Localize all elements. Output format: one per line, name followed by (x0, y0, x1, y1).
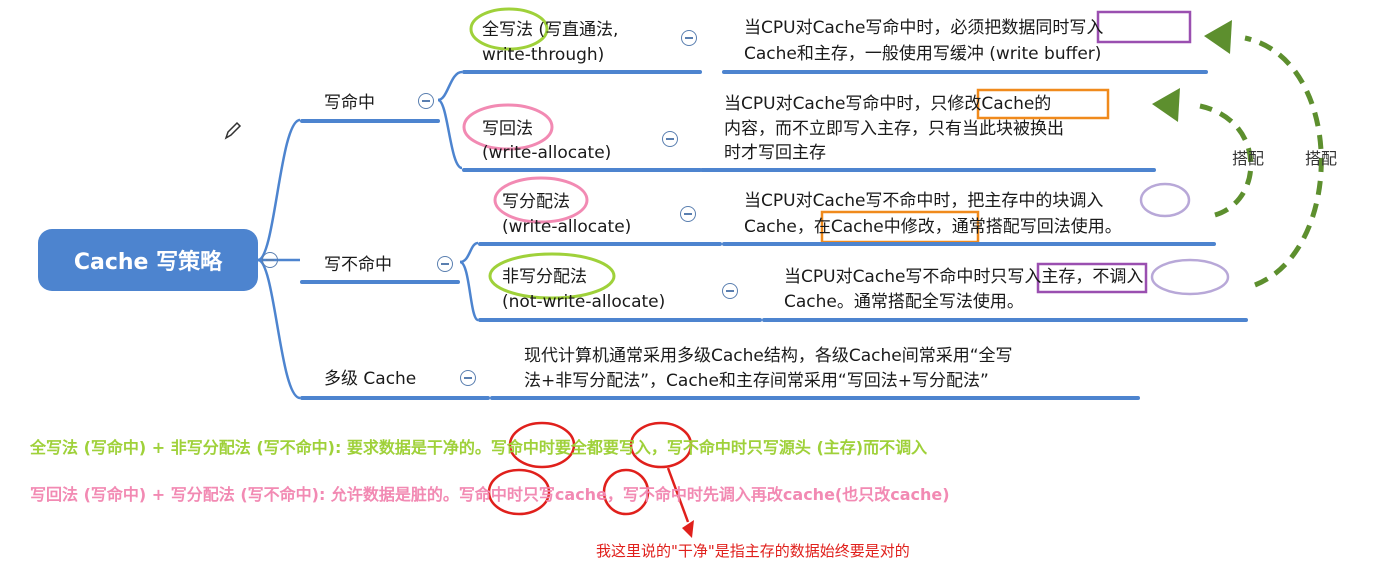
circle-allow (487, 468, 551, 516)
multi-desc1: 现代计算机通常采用多级Cache结构，各级Cache间常采用“全写 (524, 346, 1013, 366)
collapse-icon[interactable] (418, 93, 434, 109)
wa-line1: 写分配法 (502, 192, 570, 212)
hit-underline (300, 119, 440, 123)
wb-desc1: 当CPU对Cache写命中时，只修改Cache的 (724, 94, 1052, 114)
collapse-icon[interactable] (262, 252, 278, 268)
wb-desc2: 内容，而不立即写入主存，只有当此块被换出 (724, 119, 1064, 139)
highlight-write-through (469, 7, 549, 51)
collapse-icon[interactable] (722, 283, 738, 299)
wb-underline (462, 168, 702, 172)
root-node[interactable]: Cache 写策略 (38, 229, 258, 291)
pencil-icon (224, 121, 242, 140)
arrow-pair-left (1199, 103, 1254, 218)
wa-desc1: 当CPU对Cache写不命中时，把主存中的块调入 (744, 191, 1104, 211)
wt-line1: 全写法 (写直通法, (482, 20, 619, 40)
arrow-note-line (666, 467, 690, 523)
wb-desc3: 时才写回主存 (724, 143, 826, 163)
collapse-icon[interactable] (680, 206, 696, 222)
miss-underline (300, 280, 460, 284)
highlight-no-write-allocate (488, 252, 616, 300)
wb-line1: 写回法 (482, 119, 533, 139)
connector-root-multi (257, 258, 301, 400)
pair-label-right: 搭配 (1305, 149, 1338, 168)
box-write-memory-only (1036, 262, 1148, 294)
nwa-line1: 非写分配法 (502, 267, 587, 287)
collapse-icon[interactable] (460, 370, 476, 386)
wt-desc2: Cache和主存，一般使用写缓冲 (write buffer) (744, 44, 1102, 64)
circle-require (508, 421, 576, 469)
hit-label: 写命中 (324, 93, 375, 113)
wa-line2: (write-allocate) (502, 217, 632, 237)
connector-miss-nwa (459, 260, 480, 322)
box-simultaneous-write (1096, 10, 1192, 44)
wa-desc-underline (722, 242, 1216, 246)
connector-hit-wb (437, 98, 463, 170)
multi-desc-underline (490, 396, 1140, 400)
highlight-write-allocate (493, 176, 589, 224)
summary-line-2: 写回法 (写命中) + 写分配法 (写不命中): 允许数据是脏的。写命中时只写c… (30, 485, 950, 504)
arrow-note-head (682, 520, 694, 538)
nwa-desc-underline (762, 318, 1248, 322)
wt-underline (462, 70, 702, 74)
nwa-desc2: Cache。通常搭配全写法使用。 (784, 292, 1024, 312)
highlight-no-load (1150, 258, 1230, 296)
connector-root-hit (257, 118, 301, 262)
miss-label: 写不命中 (324, 255, 392, 275)
wt-desc1: 当CPU对Cache写命中时，必须把数据同时写入 (744, 18, 1104, 38)
highlight-write-back (462, 103, 554, 151)
summary-line-1: 全写法 (写命中) + 非写分配法 (写不命中): 要求数据是干净的。写命中时要… (30, 438, 928, 457)
multi-desc2: 法+非写分配法”，Cache和主存间常采用“写回法+写分配法” (524, 371, 989, 391)
wt-desc-underline (722, 70, 1208, 74)
multi-underline (300, 396, 490, 400)
nwa-underline (478, 318, 762, 322)
nwa-line2: (not-write-allocate) (502, 292, 666, 312)
circle-dirty (602, 468, 650, 516)
arrowhead-right (1204, 20, 1232, 54)
collapse-icon[interactable] (437, 256, 453, 272)
collapse-icon[interactable] (681, 30, 697, 46)
wb-line2: (write-allocate) (482, 143, 612, 163)
wa-underline (478, 242, 722, 246)
multi-label: 多级 Cache (324, 369, 417, 389)
connector-hit-wt (437, 70, 463, 102)
box-modify-cache-only (976, 88, 1110, 120)
connector-miss-wa (459, 241, 479, 264)
annotation-note: 我这里说的"干净"是指主存的数据始终要是对的 (596, 542, 910, 560)
collapse-icon[interactable] (662, 131, 678, 147)
nwa-desc1: 当CPU对Cache写不命中时只写入主存，不调入 (784, 267, 1144, 287)
wt-line2: write-through) (482, 45, 605, 65)
arrowhead-left (1152, 88, 1180, 122)
wb-desc-underline (700, 168, 1156, 172)
root-label: Cache 写策略 (73, 250, 223, 275)
circle-clean (629, 421, 693, 469)
pair-label-left: 搭配 (1232, 149, 1265, 168)
arrow-pair-right (1244, 35, 1324, 288)
wa-desc2: Cache，在Cache中修改，通常搭配写回法使用。 (744, 217, 1122, 237)
highlight-load-in (1139, 182, 1191, 218)
